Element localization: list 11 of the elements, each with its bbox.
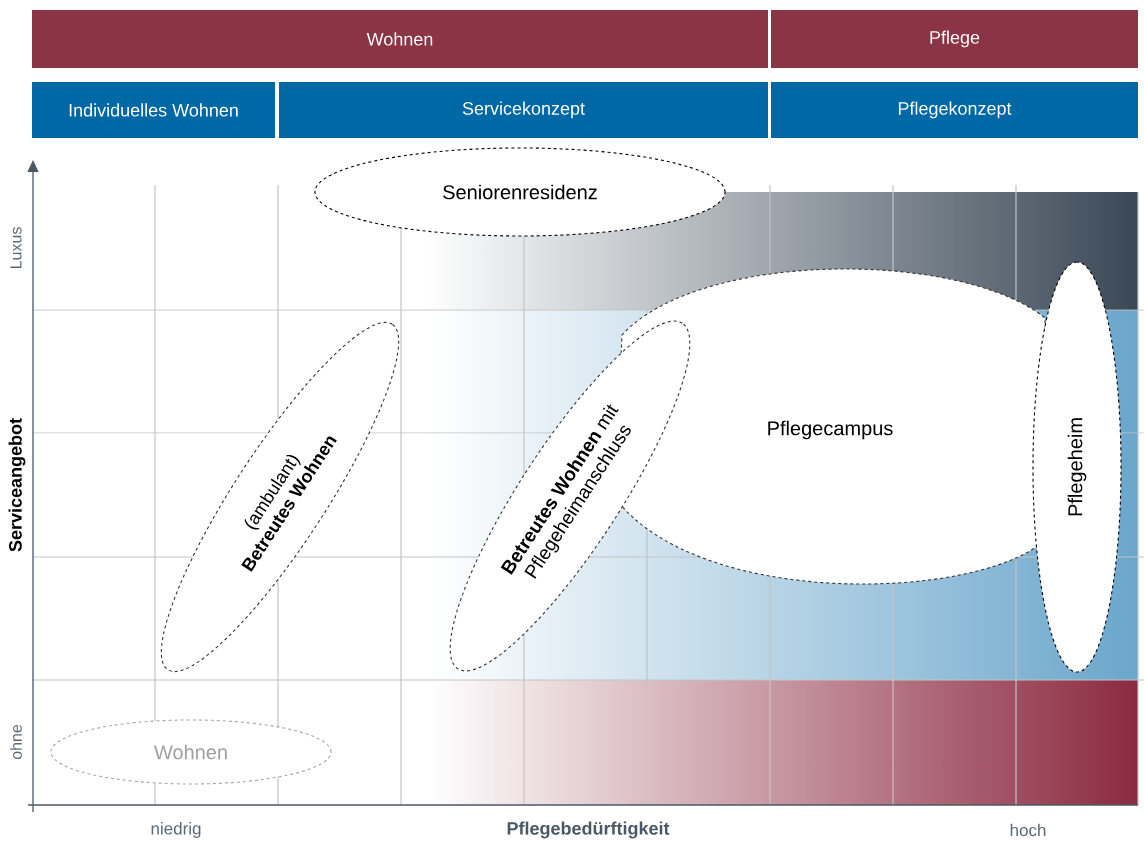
concept-bar: Pflegekonzept bbox=[771, 82, 1138, 138]
concept-bar: Servicekonzept bbox=[279, 82, 768, 138]
header-bar: Wohnen bbox=[32, 10, 768, 68]
axis-title: Serviceangebot bbox=[8, 418, 26, 552]
tick-label: hoch bbox=[1010, 823, 1046, 837]
concept-bar: Individuelles Wohnen bbox=[32, 82, 275, 138]
axis-title: Pflegebedürftigkeit bbox=[507, 821, 670, 839]
tick-label: Luxus bbox=[10, 227, 22, 268]
tick-label: niedrig bbox=[151, 822, 201, 838]
tick-label: ohne bbox=[10, 724, 22, 760]
header-bar: Pflege bbox=[771, 10, 1138, 68]
